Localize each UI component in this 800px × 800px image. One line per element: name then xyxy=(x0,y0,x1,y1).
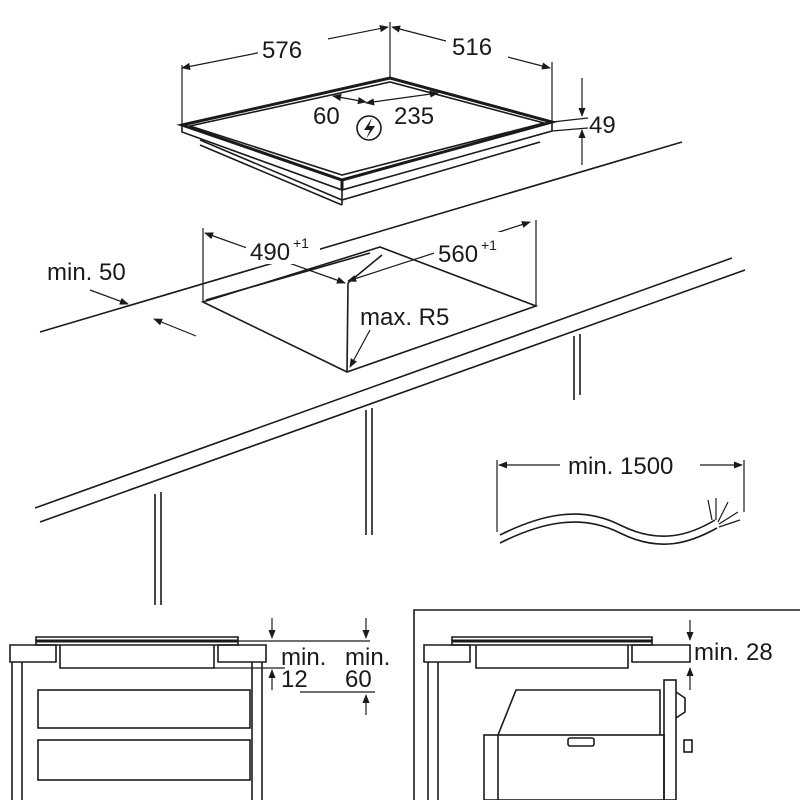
gap-28-label: min. 28 xyxy=(694,639,773,666)
hob-height-dimension: 49 xyxy=(551,78,616,165)
hob-width-label: 576 xyxy=(262,37,302,64)
cutout-width-label: 490 xyxy=(250,239,290,266)
hob-height-label: 49 xyxy=(589,112,616,139)
hob-drawing xyxy=(176,76,558,206)
front-edge-label: min. 50 xyxy=(47,259,126,286)
worktop xyxy=(34,141,746,605)
gap-60-label-top: min. xyxy=(345,644,390,671)
cable-length-label: min. 1500 xyxy=(568,453,673,480)
section-left: min. 12 min. 60 xyxy=(9,618,390,800)
cable-offset-x-label: 60 xyxy=(313,103,340,130)
hob-depth-label: 516 xyxy=(452,34,492,61)
cutout-depth-dimension: 560 +1 xyxy=(347,220,537,306)
hob-width-dimension: 576 xyxy=(181,22,391,125)
cutout-depth-label: 560 xyxy=(438,241,478,268)
cutout-depth-tolerance: +1 xyxy=(481,237,497,253)
section-right: min. 28 xyxy=(413,609,800,800)
gap-12-value: 12 xyxy=(281,666,308,693)
cable-drawing: min. 1500 xyxy=(496,453,745,545)
cable-position-dimension: 60 235 xyxy=(313,90,439,130)
gap-60-value: 60 xyxy=(345,666,372,693)
cable-offset-y-label: 235 xyxy=(394,103,434,130)
hob-depth-dimension: 516 xyxy=(391,25,553,122)
cutout-width-dimension: 490 +1 xyxy=(202,228,346,302)
corner-radius-annotation: max. R5 xyxy=(349,304,449,368)
cutout-width-tolerance: +1 xyxy=(293,235,309,251)
front-edge-dimension: min. 50 xyxy=(47,259,197,337)
gap-12-label-top: min. xyxy=(281,644,326,671)
electric-connection-icon xyxy=(356,115,382,141)
corner-radius-label: max. R5 xyxy=(360,304,449,331)
